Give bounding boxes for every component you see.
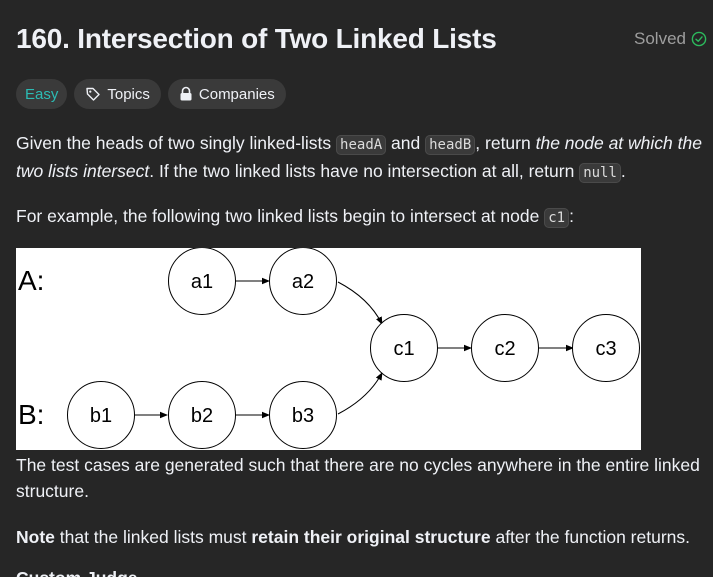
topics-button[interactable]: Topics [74,79,161,109]
node-c1: c1 [370,314,438,382]
topics-label: Topics [107,85,150,103]
node-a2: a2 [269,248,337,315]
description-paragraph-4: Note that the linked lists must retain t… [16,524,706,550]
check-circle-icon [691,31,707,47]
node-b2: b2 [168,381,236,449]
code-null: null [579,163,621,183]
node-c2-label: c2 [494,338,515,360]
node-b1: b1 [67,381,135,449]
strong-text: retain their original structure [251,527,491,547]
tag-row: Easy Topics Companies [16,79,286,109]
node-c3-label: c3 [595,338,616,360]
node-b2-label: b2 [191,405,213,427]
difficulty-tag: Easy [16,79,68,109]
text: . If the two linked lists have no inters… [149,161,580,181]
lock-icon [179,86,193,102]
node-a1: a1 [168,248,236,315]
node-b3-label: b3 [292,405,314,427]
solved-label: Solved [634,29,686,48]
list-b-label: B: [18,399,44,430]
emphasis-text: the node at which the two lists intersec… [16,133,702,181]
tag-icon [85,86,101,102]
edge-b3-c1 [337,372,383,415]
text: : [569,206,574,226]
node-a2-label: a2 [292,271,314,293]
node-c1-label: c1 [393,338,414,360]
difficulty-label: Easy [25,85,59,103]
custom-judge-heading: Custom Judge [16,568,138,577]
text: after the function returns. [490,527,691,547]
code-headA: headA [336,135,387,155]
node-a1-label: a1 [191,271,213,293]
companies-button[interactable]: Companies [167,79,286,109]
text: . [620,161,626,181]
description-paragraph-3: The test cases are generated such that t… [16,455,700,501]
node-b1-label: b1 [90,405,112,427]
node-c3: c3 [572,314,640,382]
text: Given the heads of two singly linked-lis… [16,133,337,153]
description-paragraph-2: For example, the following two linked li… [16,203,706,231]
text: , return [475,133,536,153]
node-c2: c2 [471,314,539,382]
text: and [386,133,426,153]
code-c1: c1 [544,208,570,228]
text: For example, the following two linked li… [16,206,545,226]
problem-title: 160. Intersection of Two Linked Lists [16,23,497,54]
node-b3: b3 [269,381,337,449]
description-paragraph-1: Given the heads of two singly linked-lis… [16,130,706,186]
list-a-label: A: [18,265,44,296]
code-headB: headB [425,135,476,155]
companies-label: Companies [198,85,275,103]
strong-text: Note [16,527,55,547]
linked-list-diagram: A: B: a1 a2 b1 [16,248,641,450]
edge-a2-c1 [337,281,383,325]
solved-status: Solved [634,29,707,49]
text: that the linked lists must [54,527,252,547]
